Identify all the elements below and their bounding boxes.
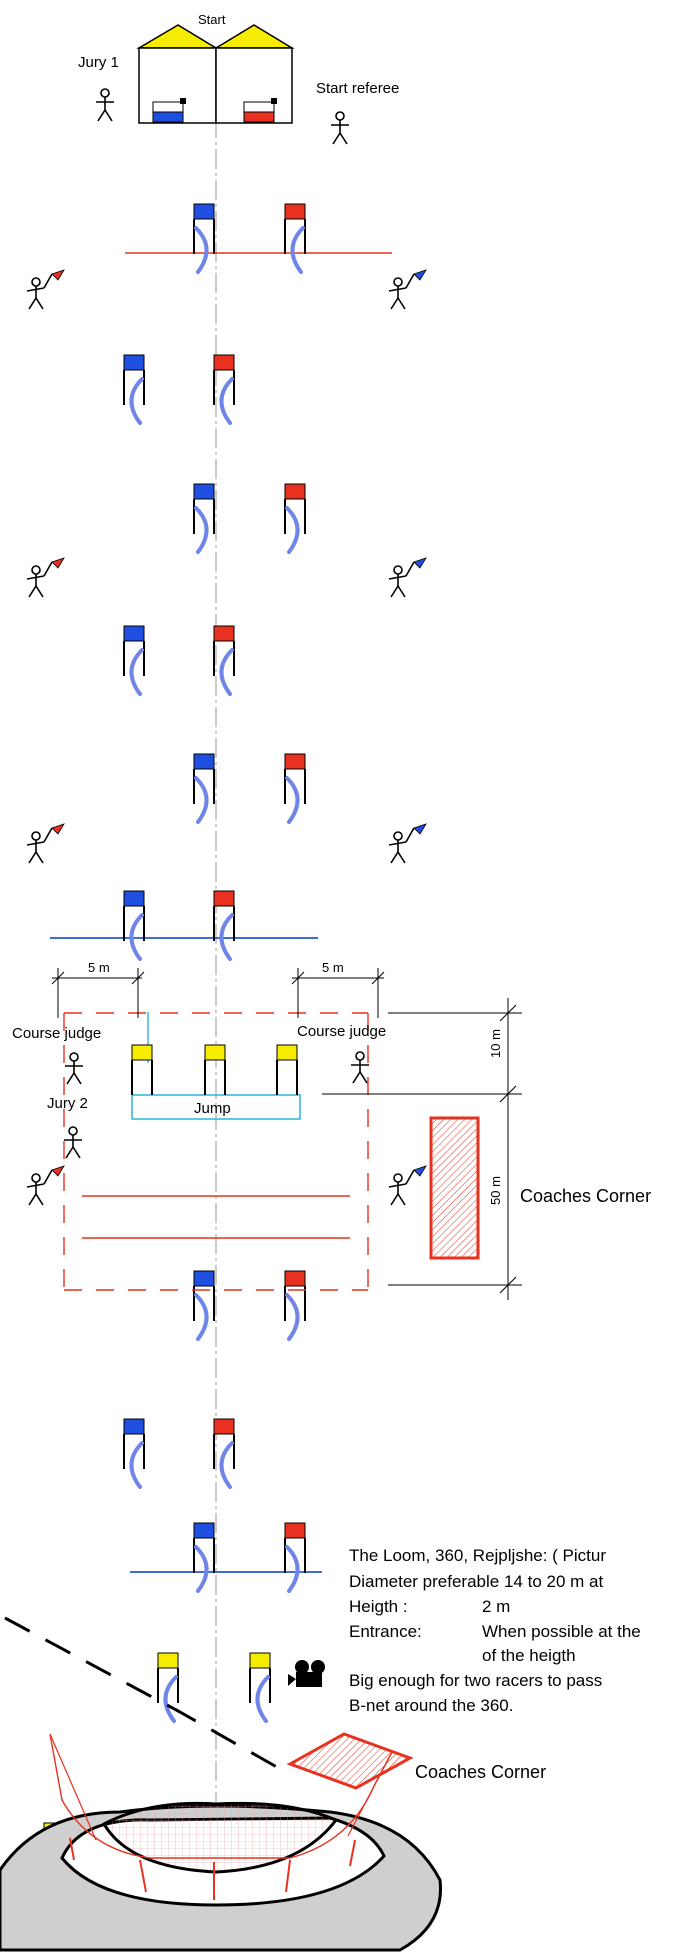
gate-red-12 <box>213 890 235 961</box>
loom-360 <box>0 1733 442 1952</box>
gate-red-8 <box>213 625 235 696</box>
gate-red-16 <box>213 1418 235 1489</box>
gate-red-18 <box>284 1522 306 1593</box>
camera-sightline-1 <box>4 1616 181 1714</box>
gate-blue-15 <box>123 1418 145 1489</box>
jury-2-label: Jury 2 <box>47 1095 88 1112</box>
loom-passing: Big enough for two racers to pass <box>349 1671 602 1690</box>
camera-icon <box>288 1660 325 1687</box>
jump-gate-yellow-2 <box>204 1044 226 1095</box>
start-house <box>136 24 295 124</box>
course-judge-right-label: Course judge <box>297 1023 386 1040</box>
loom-bnet <box>49 1733 393 1859</box>
jump-gate-yellow-3 <box>276 1044 298 1095</box>
coaches-corner-1-label: Coaches Corner <box>520 1186 651 1206</box>
loom-entrance-value-1: When possible at the <box>482 1622 641 1641</box>
gate-red-14 <box>284 1270 306 1341</box>
dimension-5m-left <box>51 968 145 1018</box>
flag-referee-1 <box>26 269 65 310</box>
course-judge-left-figure <box>65 1052 83 1085</box>
start-referee-figure <box>331 111 349 145</box>
gate-blue-9 <box>193 753 215 824</box>
flag-referee-4 <box>388 557 427 598</box>
gate-red-4 <box>213 354 235 425</box>
loom-info: The Loom, 360, Rejpljshe: ( Pictur Diame… <box>349 1546 641 1715</box>
coaches-corner-1 <box>429 1116 480 1260</box>
loom-bnet: B-net around the 360. <box>349 1696 513 1715</box>
course-judge-left-label: Course judge <box>12 1025 101 1042</box>
jury-2-figure <box>64 1126 82 1159</box>
jump-label: Jump <box>194 1100 231 1117</box>
loom-entrance-label: Entrance: <box>349 1622 422 1641</box>
coaches-corner-2 <box>286 1732 414 1790</box>
loom-height-label: Heigth : <box>349 1597 408 1616</box>
jury-1-figure <box>96 88 114 122</box>
gate-blue-1 <box>193 203 215 274</box>
dim-10m-label: 10 m <box>488 1029 503 1058</box>
camera-sightline-2 <box>179 1710 283 1772</box>
loom-entrance-value-2: of the heigth <box>482 1646 576 1665</box>
gate-red-10 <box>284 753 306 824</box>
dimension-5m-right <box>291 968 385 1018</box>
gate-blue-3 <box>123 354 145 425</box>
gate-blue-11 <box>123 890 145 961</box>
jump-box <box>131 1094 301 1120</box>
gate-red-2 <box>284 203 306 274</box>
loom-height-value: 2 m <box>482 1597 510 1616</box>
gate-blue-5 <box>193 483 215 554</box>
flag-referee-6 <box>388 823 427 864</box>
jump-zone-dashed-area <box>63 1012 369 1291</box>
loom-diameter: Diameter preferable 14 to 20 m at <box>349 1572 603 1591</box>
start-roof-left <box>136 24 219 49</box>
gate-blue-17 <box>193 1522 215 1593</box>
flag-referee-7 <box>26 1165 65 1206</box>
jump-gate-yellow-1 <box>131 1044 153 1095</box>
dim-50m-label: 50 m <box>488 1176 503 1205</box>
jury-1-label: Jury 1 <box>78 54 119 71</box>
gate-blue-7 <box>123 625 145 696</box>
gate-red-6 <box>284 483 306 554</box>
loom-gate-yellow-1 <box>157 1652 179 1723</box>
flag-referee-3 <box>26 557 65 598</box>
start-roof-right <box>213 24 295 49</box>
flag-referee-2 <box>388 269 427 310</box>
coaches-corner-2-label: Coaches Corner <box>415 1762 546 1782</box>
dim-5m-left-label: 5 m <box>88 960 110 975</box>
loom-title: The Loom, 360, Rejpljshe: ( Pictur <box>349 1546 606 1565</box>
gate-blue-13 <box>193 1270 215 1341</box>
loom-center-island <box>101 1801 339 1874</box>
dimension-10m-50m <box>322 998 522 1300</box>
start-referee-label: Start referee <box>316 80 399 97</box>
flag-referee-8 <box>388 1165 427 1206</box>
flag-referee-5 <box>26 823 65 864</box>
loom-gate-yellow-2 <box>249 1652 271 1723</box>
start-label: Start <box>198 12 226 27</box>
course-judge-right-figure <box>351 1051 369 1084</box>
dim-5m-right-label: 5 m <box>322 960 344 975</box>
